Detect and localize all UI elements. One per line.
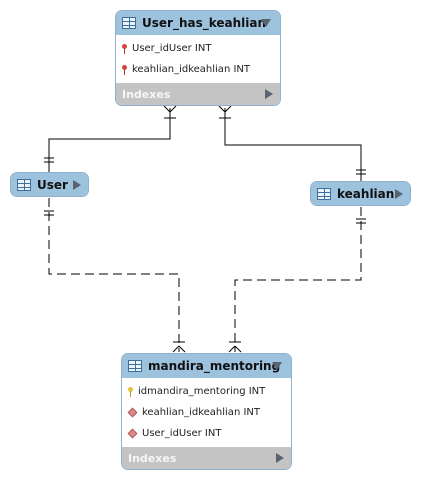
foreign-key-diamond-icon xyxy=(128,408,138,418)
column-list: User_idUser INT keahlian_idkeahlian INT xyxy=(116,35,280,83)
entity-header[interactable]: User_has_keahlian xyxy=(116,11,280,35)
entity-keahlian[interactable]: keahlian xyxy=(310,181,411,206)
column-label: keahlian_idkeahlian INT xyxy=(132,64,250,75)
column-row[interactable]: User_idUser INT xyxy=(116,38,280,59)
indexes-label: Indexes xyxy=(128,451,177,465)
column-list: idmandira_mentoring INT keahlian_idkeahl… xyxy=(122,378,291,447)
table-icon xyxy=(317,187,331,200)
expand-arrow-icon[interactable] xyxy=(265,89,273,99)
expand-arrow-icon[interactable] xyxy=(73,180,81,190)
expand-arrow-icon[interactable] xyxy=(395,189,403,199)
entity-user[interactable]: User xyxy=(10,172,89,197)
column-row[interactable]: keahlian_idkeahlian INT xyxy=(116,59,280,80)
relationship-keahlian-mandira-mentoring[interactable] xyxy=(228,207,366,353)
column-label: keahlian_idkeahlian INT xyxy=(142,407,260,418)
entity-title: User xyxy=(37,177,68,192)
column-row[interactable]: idmandira_mentoring INT xyxy=(122,381,291,402)
foreign-key-diamond-icon xyxy=(128,429,138,439)
indexes-label: Indexes xyxy=(122,87,171,101)
relationship-user-has-keahlian-user[interactable] xyxy=(44,105,177,172)
relationship-user-mandira-mentoring[interactable] xyxy=(44,198,186,353)
column-row[interactable]: User_idUser INT xyxy=(122,423,291,444)
collapse-arrow-icon[interactable] xyxy=(272,362,282,370)
collapse-arrow-icon[interactable] xyxy=(261,19,271,27)
expand-arrow-icon[interactable] xyxy=(276,453,284,463)
entity-header[interactable]: mandira_mentoring xyxy=(122,354,291,378)
table-icon xyxy=(17,178,31,191)
key-icon xyxy=(122,43,128,54)
table-icon xyxy=(122,17,136,29)
entity-mandira-mentoring[interactable]: mandira_mentoring idmandira_mentoring IN… xyxy=(121,353,292,470)
entity-header[interactable]: User xyxy=(11,173,88,196)
indexes-section[interactable]: Indexes xyxy=(116,83,280,105)
column-label: User_idUser INT xyxy=(132,43,212,54)
relationship-user-has-keahlian-keahlian[interactable] xyxy=(218,105,366,181)
column-label: User_idUser INT xyxy=(142,428,222,439)
primary-key-icon xyxy=(128,386,134,397)
table-icon xyxy=(128,360,142,372)
entity-header[interactable]: keahlian xyxy=(311,182,410,205)
entity-title: User_has_keahlian xyxy=(142,16,267,30)
entity-title: mandira_mentoring xyxy=(148,359,281,373)
key-icon xyxy=(122,64,128,75)
column-row[interactable]: keahlian_idkeahlian INT xyxy=(122,402,291,423)
entity-title: keahlian xyxy=(337,186,395,201)
column-label: idmandira_mentoring INT xyxy=(138,386,266,397)
entity-user-has-keahlian[interactable]: User_has_keahlian User_idUser INT keahli… xyxy=(115,10,281,106)
indexes-section[interactable]: Indexes xyxy=(122,447,291,469)
